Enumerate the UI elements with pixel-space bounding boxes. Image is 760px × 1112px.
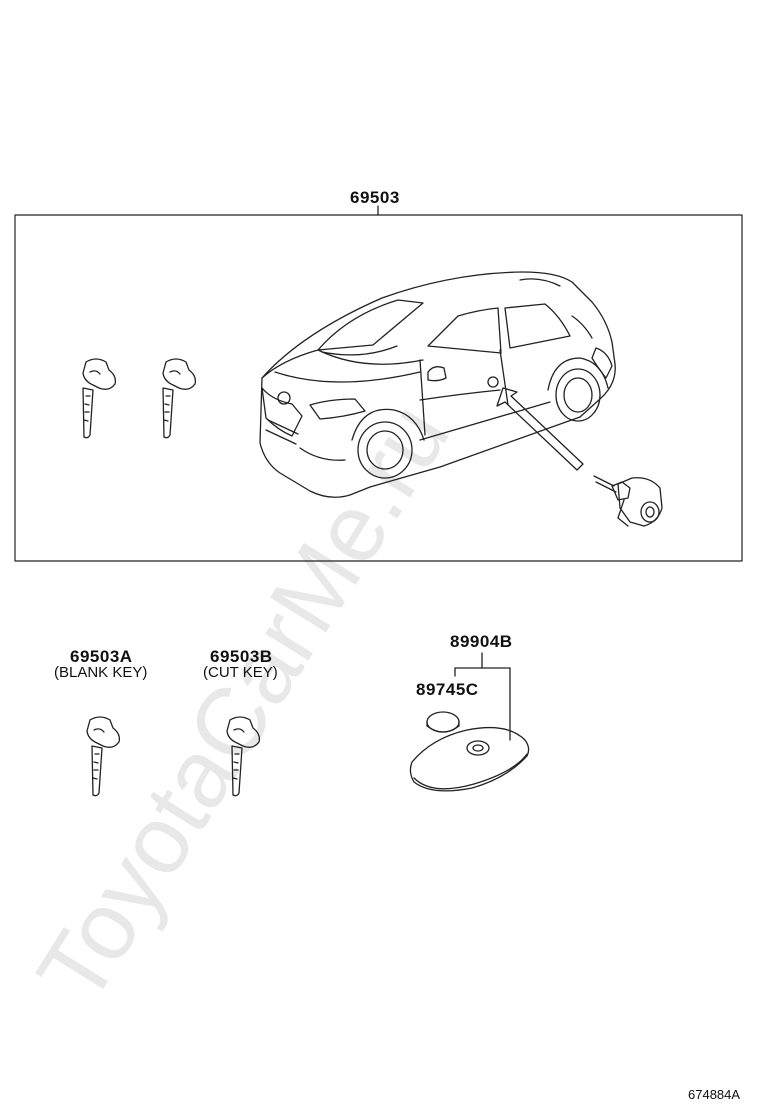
arrow-icon bbox=[496, 387, 584, 471]
battery-part-number: 89745C bbox=[416, 680, 479, 699]
cut-key-part-number: 69503B bbox=[210, 647, 273, 666]
transmitter-leader bbox=[454, 652, 511, 741]
blank-key-part-number: 69503A bbox=[70, 647, 133, 666]
key-icon bbox=[86, 716, 121, 797]
key-icon bbox=[162, 358, 197, 439]
lock-cylinder-icon bbox=[593, 475, 663, 527]
blank-key-description: (BLANK KEY) bbox=[54, 664, 148, 681]
key-icon bbox=[226, 716, 261, 797]
kit-frame bbox=[14, 205, 743, 562]
transmitter-part-number: 89904B bbox=[450, 632, 513, 651]
cut-key-description: (CUT KEY) bbox=[203, 664, 278, 681]
battery-icon bbox=[426, 711, 460, 733]
illustration-code: 674884A bbox=[688, 1087, 741, 1102]
key-icon bbox=[82, 358, 117, 439]
remote-fob-icon bbox=[409, 726, 530, 792]
kit-part-number: 69503 bbox=[350, 188, 400, 207]
car-icon bbox=[259, 271, 616, 498]
